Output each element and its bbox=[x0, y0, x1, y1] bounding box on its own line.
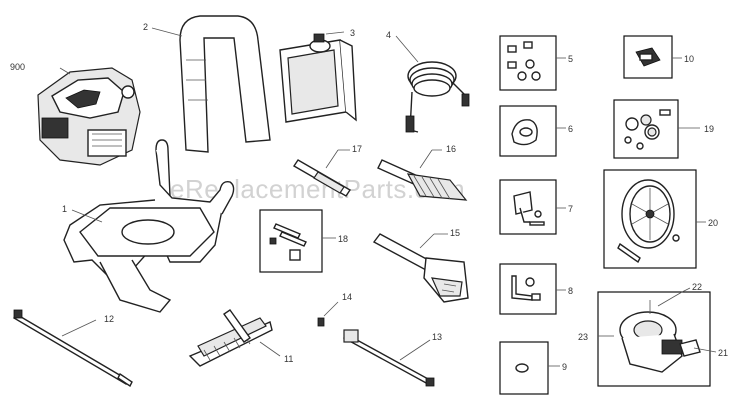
label-20: 20 bbox=[708, 218, 718, 228]
leader-900 bbox=[59, 67, 71, 75]
label-17: 17 bbox=[352, 144, 362, 154]
part-fitting-10 bbox=[635, 47, 661, 67]
label-1: 1 bbox=[62, 204, 67, 214]
part-box-8[interactable] bbox=[499, 263, 557, 315]
label-22: 22 bbox=[692, 282, 702, 292]
part-clip-6 bbox=[511, 119, 538, 146]
part-extension[interactable] bbox=[343, 329, 435, 387]
leader-21 bbox=[693, 347, 717, 353]
leader-11 bbox=[259, 341, 281, 357]
label-12: 12 bbox=[104, 314, 114, 324]
part-pump-23 bbox=[619, 300, 701, 373]
label-18: 18 bbox=[338, 234, 348, 244]
part-hook-7 bbox=[513, 191, 545, 226]
label-8: 8 bbox=[568, 286, 573, 296]
label-13: 13 bbox=[432, 332, 442, 342]
label-4: 4 bbox=[386, 30, 391, 40]
leader-13 bbox=[399, 339, 431, 361]
leader-17 bbox=[325, 149, 350, 169]
part-wand-tip[interactable] bbox=[293, 159, 351, 197]
label-7: 7 bbox=[568, 204, 573, 214]
label-14: 14 bbox=[342, 292, 352, 302]
part-elbow-8 bbox=[511, 275, 541, 301]
part-handle[interactable] bbox=[179, 15, 271, 153]
part-hose[interactable] bbox=[405, 61, 470, 133]
part-fasteners-18 bbox=[269, 223, 307, 261]
label-11: 11 bbox=[284, 354, 293, 364]
label-9: 9 bbox=[562, 362, 567, 372]
leader-2 bbox=[151, 27, 183, 37]
leader-15 bbox=[419, 233, 448, 249]
part-engine[interactable] bbox=[37, 67, 141, 166]
part-wheel-20 bbox=[617, 179, 680, 264]
part-surface-brush[interactable] bbox=[188, 309, 273, 367]
part-frame[interactable] bbox=[63, 139, 235, 313]
part-nozzle[interactable] bbox=[317, 317, 325, 327]
leader-22 bbox=[657, 287, 691, 307]
label-10: 10 bbox=[684, 54, 694, 64]
label-6: 6 bbox=[568, 124, 573, 134]
leader-1 bbox=[71, 209, 103, 223]
part-seals-19 bbox=[624, 109, 671, 150]
label-16: 16 bbox=[446, 144, 456, 154]
label-5: 5 bbox=[568, 54, 573, 64]
leader-4 bbox=[395, 35, 419, 63]
leader-14 bbox=[323, 301, 339, 317]
part-washer-9 bbox=[515, 363, 529, 373]
label-900: 900 bbox=[10, 62, 25, 72]
leader-16 bbox=[419, 149, 442, 169]
label-3: 3 bbox=[350, 28, 355, 38]
label-21: 21 bbox=[718, 348, 728, 358]
label-2: 2 bbox=[143, 22, 148, 32]
part-hardware-5 bbox=[507, 41, 541, 81]
part-tank-bracket[interactable] bbox=[279, 33, 357, 123]
label-19: 19 bbox=[704, 124, 714, 134]
part-brush[interactable] bbox=[377, 159, 468, 201]
leader-12 bbox=[61, 319, 97, 337]
label-23: 23 bbox=[578, 332, 588, 342]
label-15: 15 bbox=[450, 228, 460, 238]
part-spray-gun[interactable] bbox=[372, 233, 469, 303]
leader-3 bbox=[325, 31, 345, 35]
part-lance[interactable] bbox=[13, 309, 133, 388]
